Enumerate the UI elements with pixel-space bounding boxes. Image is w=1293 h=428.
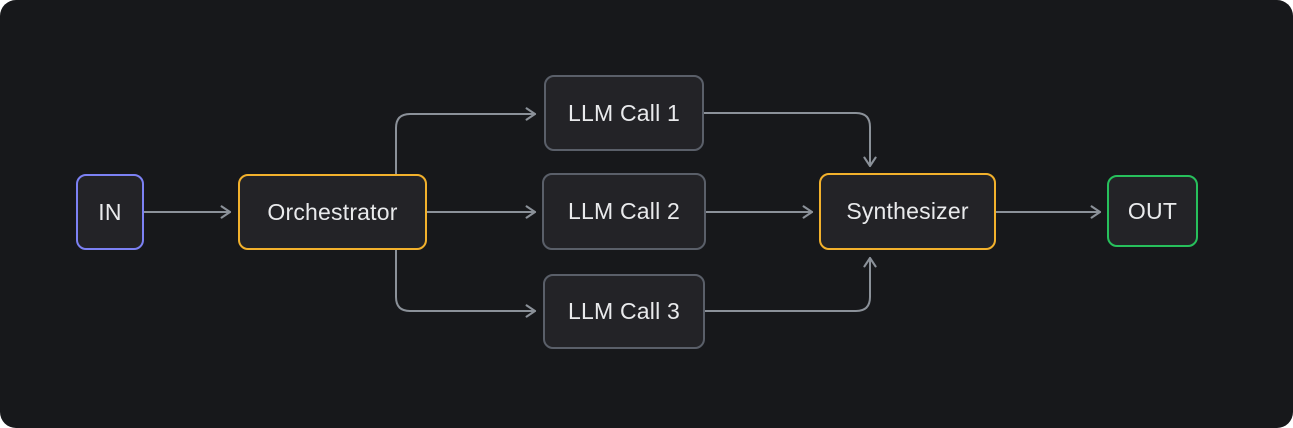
node-out: OUT: [1107, 175, 1198, 247]
edge-orchestrator-llm1: [395, 107, 537, 175]
node-llm-call-1-label: LLM Call 1: [568, 99, 680, 126]
node-in-label: IN: [98, 198, 122, 225]
node-llm-call-2: LLM Call 2: [542, 173, 706, 250]
edge-orchestrator-llm3: [395, 249, 537, 318]
node-out-label: OUT: [1127, 197, 1178, 224]
edge-llm1-synthesizer: [703, 112, 877, 168]
node-orchestrator: Orchestrator: [238, 174, 427, 250]
node-synthesizer: Synthesizer: [819, 173, 996, 250]
node-llm-call-1: LLM Call 1: [544, 75, 704, 151]
edge-llm3-synthesizer: [704, 256, 877, 312]
node-llm-call-2-label: LLM Call 2: [568, 198, 680, 224]
node-in: IN: [76, 174, 144, 250]
node-synthesizer-label: Synthesizer: [846, 198, 969, 224]
node-llm-call-3-label: LLM Call 3: [568, 298, 680, 324]
node-llm-call-3: LLM Call 3: [543, 274, 705, 349]
node-orchestrator-label: Orchestrator: [267, 198, 398, 225]
